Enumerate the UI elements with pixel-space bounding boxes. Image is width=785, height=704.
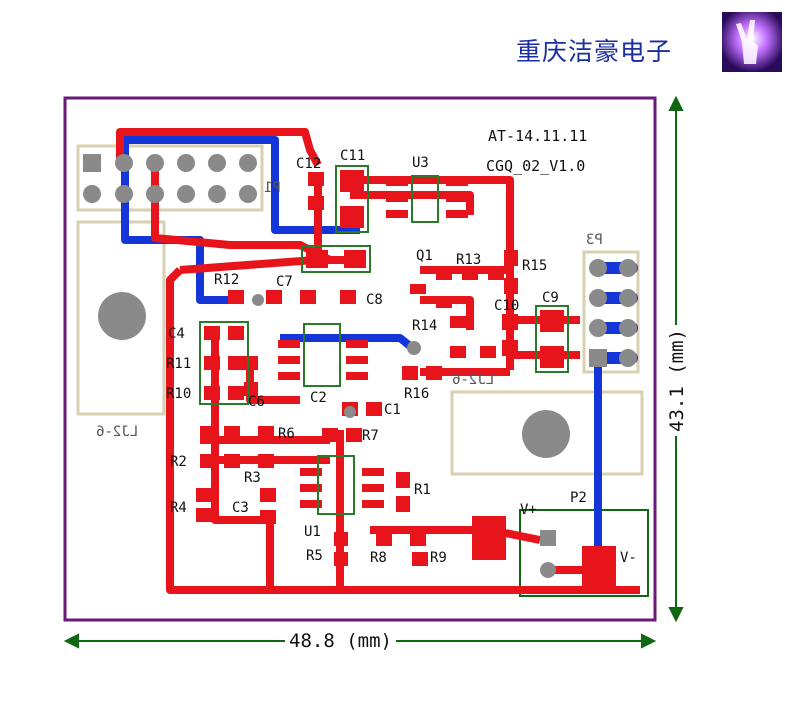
label-lj2-left: LJ2-6 [96, 424, 139, 440]
label-c11: C11 [340, 148, 366, 164]
label-r8: R8 [370, 550, 387, 566]
lj2-right-frame [450, 390, 644, 476]
version-name: CGQ_02_V1.0 [486, 157, 586, 175]
label-c3: C3 [232, 500, 249, 516]
p3-pins [589, 259, 638, 367]
label-r9: R9 [430, 550, 447, 566]
p2-frame [519, 509, 649, 597]
label-r11: R11 [166, 356, 192, 372]
label-r3: R3 [244, 470, 261, 486]
height-dimension-label: 43.1 (mm) [666, 325, 688, 436]
mount-hole-right [522, 410, 570, 458]
label-r10: R10 [166, 386, 192, 402]
label-r6: R6 [278, 426, 295, 442]
label-c10: C10 [494, 298, 520, 314]
label-c2: C2 [310, 390, 327, 406]
label-lj2-right: LJ2-6 [452, 372, 495, 388]
label-p2: P2 [570, 490, 587, 506]
label-r16: R16 [404, 386, 430, 402]
board-outline [63, 96, 657, 622]
vias [252, 294, 556, 578]
p3-header-frame [582, 250, 640, 374]
label-r2: R2 [170, 454, 187, 470]
label-c6: C6 [248, 394, 265, 410]
p1-header-frame [76, 144, 264, 212]
mount-hole-left [98, 292, 146, 340]
label-c7: C7 [276, 274, 293, 290]
label-r12: R12 [214, 272, 240, 288]
label-c12: C12 [296, 156, 322, 172]
hand-v-logo-icon [722, 12, 782, 72]
label-c9: C9 [542, 290, 559, 306]
label-r14: R14 [412, 318, 438, 334]
label-q1: Q1 [416, 248, 433, 264]
bottom-copper-traces [121, 136, 602, 560]
label-r7: R7 [362, 428, 379, 444]
label-u3: U3 [412, 155, 429, 171]
label-r4: R4 [170, 500, 187, 516]
label-c1: C1 [384, 402, 401, 418]
label-u1: U1 [304, 524, 321, 540]
label-vplus: V+ [520, 502, 537, 518]
label-vminus: V- [620, 550, 637, 566]
label-r5: R5 [306, 548, 323, 564]
smd-pads [196, 170, 616, 590]
silkscreen-outlines [199, 165, 569, 515]
label-c4: C4 [168, 326, 185, 342]
version-date: AT-14.11.11 [488, 127, 588, 145]
label-p3: P3 [586, 232, 603, 248]
label-p1: P1 [264, 180, 281, 196]
p1-pins [83, 154, 257, 203]
label-r1: R1 [414, 482, 431, 498]
label-r15: R15 [522, 258, 548, 274]
brand-name: 重庆洁豪电子 [516, 37, 673, 66]
label-c8: C8 [366, 292, 383, 308]
label-r13: R13 [456, 252, 482, 268]
width-dimension-label: 48.8 (mm) [285, 630, 396, 652]
